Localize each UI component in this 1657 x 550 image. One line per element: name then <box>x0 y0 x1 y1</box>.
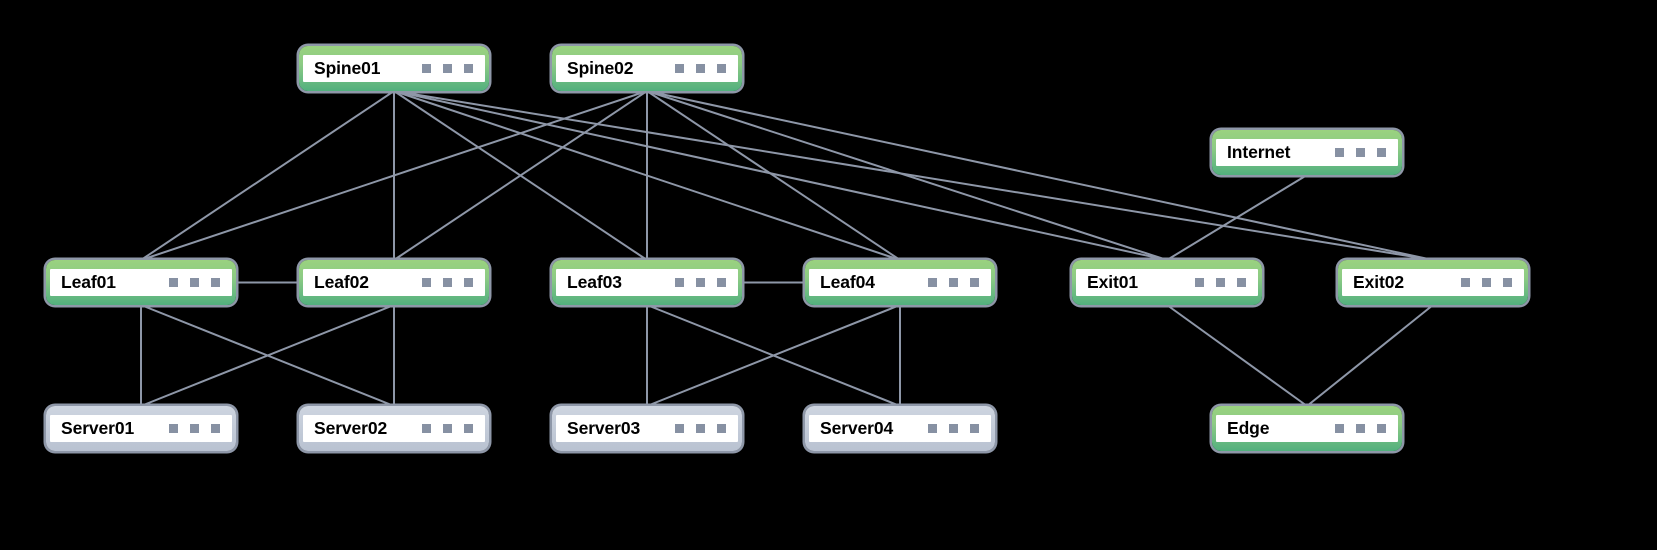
node-leaf01[interactable]: Leaf01 <box>46 260 236 305</box>
status-square-icon <box>464 424 473 433</box>
status-square-icon <box>1377 424 1386 433</box>
node-body: Leaf04 <box>809 269 991 296</box>
node-server04[interactable]: Server04 <box>805 406 995 451</box>
node-status-squares <box>422 278 475 287</box>
status-square-icon <box>675 424 684 433</box>
node-label: Leaf02 <box>314 271 369 292</box>
node-label: Leaf03 <box>567 271 622 292</box>
node-status-squares <box>675 278 728 287</box>
status-square-icon <box>1335 148 1344 157</box>
node-label: Server02 <box>314 417 388 438</box>
status-square-icon <box>1356 424 1365 433</box>
status-square-icon <box>1482 278 1491 287</box>
node-status-squares <box>675 424 728 433</box>
node-status-squares <box>1461 278 1514 287</box>
status-square-icon <box>1335 424 1344 433</box>
node-label: Internet <box>1227 141 1291 162</box>
status-square-icon <box>1216 278 1225 287</box>
node-label: Spine01 <box>314 57 381 78</box>
node-label: Server03 <box>567 417 641 438</box>
node-label: Server01 <box>61 417 135 438</box>
node-server03[interactable]: Server03 <box>552 406 742 451</box>
node-status-squares <box>928 278 981 287</box>
status-square-icon <box>169 424 178 433</box>
node-leaf03[interactable]: Leaf03 <box>552 260 742 305</box>
node-body: Leaf01 <box>50 269 232 296</box>
status-square-icon <box>464 64 473 73</box>
status-square-icon <box>696 64 705 73</box>
node-body: Exit02 <box>1342 269 1524 296</box>
status-square-icon <box>1195 278 1204 287</box>
node-body: Internet <box>1216 139 1398 166</box>
status-square-icon <box>717 424 726 433</box>
status-square-icon <box>1461 278 1470 287</box>
node-body: Leaf03 <box>556 269 738 296</box>
status-square-icon <box>949 424 958 433</box>
node-label: Server04 <box>820 417 894 438</box>
node-label: Leaf04 <box>820 271 875 292</box>
status-square-icon <box>717 64 726 73</box>
status-square-icon <box>464 278 473 287</box>
status-square-icon <box>696 278 705 287</box>
status-square-icon <box>696 424 705 433</box>
node-status-squares <box>169 424 222 433</box>
node-server02[interactable]: Server02 <box>299 406 489 451</box>
node-label: Spine02 <box>567 57 634 78</box>
node-leaf04[interactable]: Leaf04 <box>805 260 995 305</box>
node-status-squares <box>1195 278 1248 287</box>
node-body: Server04 <box>809 415 991 442</box>
node-body: Leaf02 <box>303 269 485 296</box>
node-body: Spine02 <box>556 55 738 82</box>
status-square-icon <box>1237 278 1246 287</box>
status-square-icon <box>422 64 431 73</box>
node-status-squares <box>422 64 475 73</box>
status-square-icon <box>169 278 178 287</box>
status-square-icon <box>949 278 958 287</box>
status-square-icon <box>970 424 979 433</box>
node-label: Leaf01 <box>61 271 116 292</box>
status-square-icon <box>675 64 684 73</box>
node-label: Edge <box>1227 417 1270 438</box>
node-label: Exit02 <box>1353 271 1404 292</box>
node-exit02[interactable]: Exit02 <box>1338 260 1528 305</box>
node-status-squares <box>675 64 728 73</box>
node-edge[interactable]: Edge <box>1212 406 1402 451</box>
node-leaf02[interactable]: Leaf02 <box>299 260 489 305</box>
status-square-icon <box>970 278 979 287</box>
node-spine02[interactable]: Spine02 <box>552 46 742 91</box>
status-square-icon <box>443 278 452 287</box>
status-square-icon <box>443 424 452 433</box>
node-status-squares <box>422 424 475 433</box>
node-body: Server01 <box>50 415 232 442</box>
node-status-squares <box>1335 148 1388 157</box>
status-square-icon <box>1503 278 1512 287</box>
status-square-icon <box>675 278 684 287</box>
node-body: Edge <box>1216 415 1398 442</box>
status-square-icon <box>422 278 431 287</box>
status-square-icon <box>211 424 220 433</box>
status-square-icon <box>928 278 937 287</box>
node-server01[interactable]: Server01 <box>46 406 236 451</box>
node-label: Exit01 <box>1087 271 1138 292</box>
node-body: Exit01 <box>1076 269 1258 296</box>
node-body: Server02 <box>303 415 485 442</box>
node-status-squares <box>1335 424 1388 433</box>
node-spine01[interactable]: Spine01 <box>299 46 489 91</box>
node-body: Spine01 <box>303 55 485 82</box>
node-status-squares <box>928 424 981 433</box>
node-body: Server03 <box>556 415 738 442</box>
node-internet[interactable]: Internet <box>1212 130 1402 175</box>
status-square-icon <box>190 424 199 433</box>
status-square-icon <box>443 64 452 73</box>
status-square-icon <box>190 278 199 287</box>
status-square-icon <box>1356 148 1365 157</box>
node-status-squares <box>169 278 222 287</box>
status-square-icon <box>717 278 726 287</box>
node-exit01[interactable]: Exit01 <box>1072 260 1262 305</box>
status-square-icon <box>211 278 220 287</box>
status-square-icon <box>928 424 937 433</box>
status-square-icon <box>1377 148 1386 157</box>
status-square-icon <box>422 424 431 433</box>
